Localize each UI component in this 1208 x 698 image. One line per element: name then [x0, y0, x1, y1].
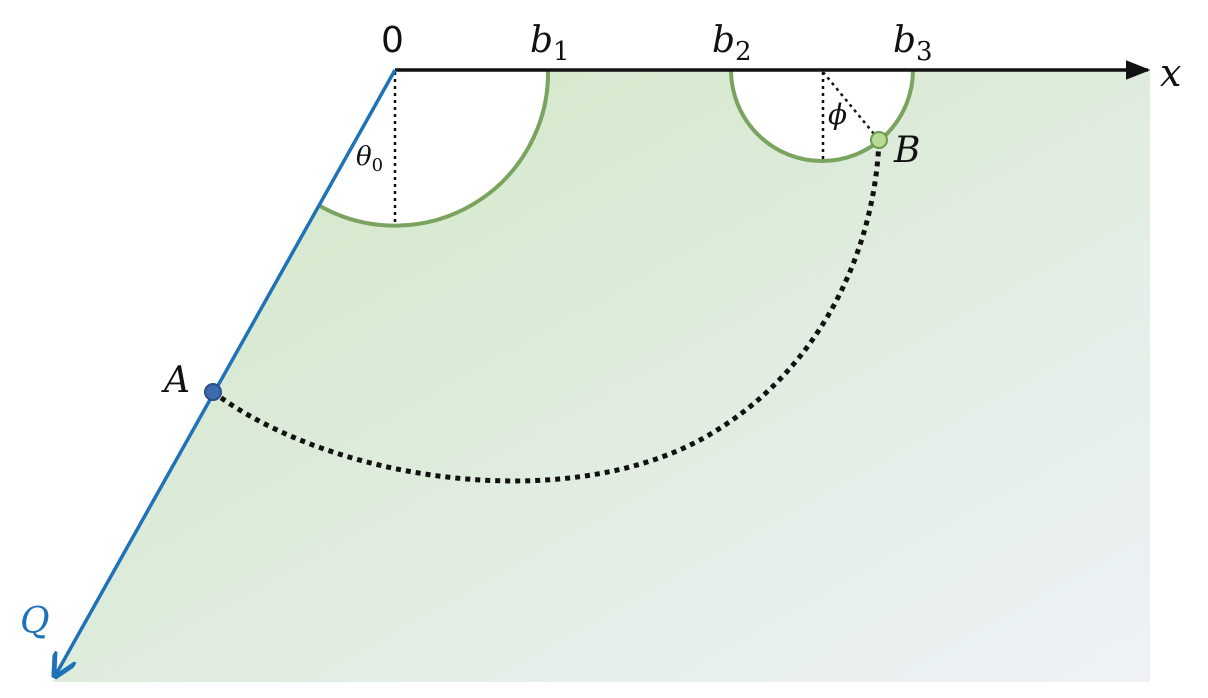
large-semicircle-arc: [319, 69, 551, 228]
b2-label-base: b: [712, 20, 735, 61]
theta-label-base: θ: [356, 142, 372, 172]
theta-label-sub: 0: [372, 155, 383, 176]
point-a-label: A: [161, 360, 190, 401]
b2-label-sub: 2: [735, 37, 752, 67]
small-semicircle-arc: [729, 69, 915, 163]
phi-label: ϕ: [828, 98, 847, 131]
point-a-marker: [204, 383, 222, 401]
b1-label-base: b: [530, 20, 553, 61]
theta-label: θ0: [356, 142, 383, 176]
path-a-to-b: [211, 139, 882, 484]
q-axis-label: Q: [20, 601, 50, 642]
origin-label: 0: [381, 20, 404, 61]
b2-label: b2: [712, 20, 752, 67]
b1-label: b1: [530, 20, 570, 67]
x-axis-label: x: [1160, 51, 1181, 95]
b3-label: b3: [893, 20, 933, 67]
shaded-region: [52, 70, 1150, 682]
q-ray: [55, 69, 397, 676]
point-b-marker: [870, 131, 888, 149]
phi-radius-line: [822, 71, 880, 141]
b3-label-base: b: [893, 20, 916, 61]
b1-label-sub: 1: [553, 37, 570, 67]
b3-label-sub: 3: [916, 37, 933, 67]
point-b-label: B: [893, 130, 920, 171]
